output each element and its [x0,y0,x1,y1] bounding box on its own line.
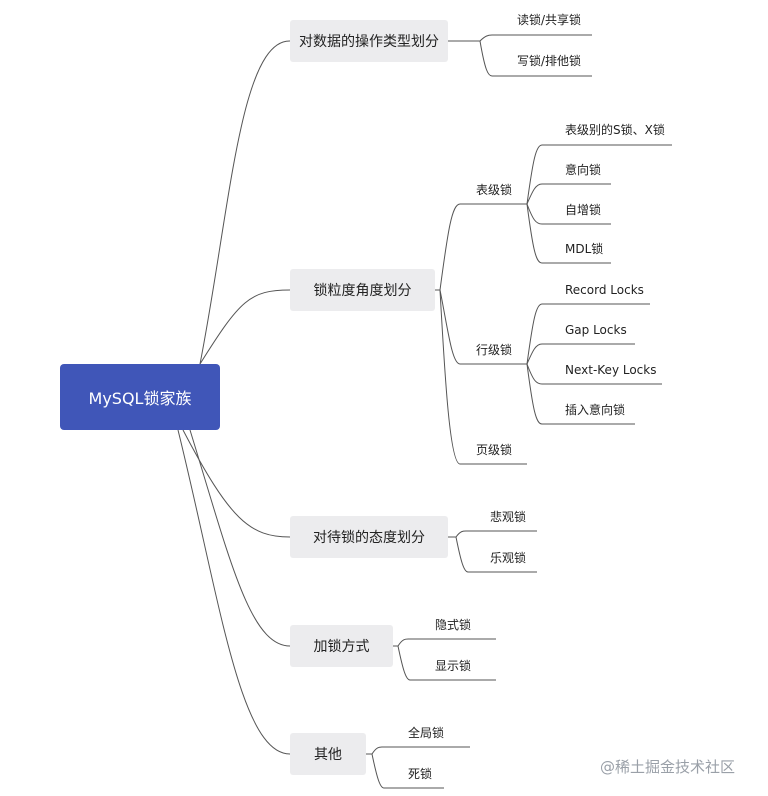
leaf-next-key-locks[interactable]: Next-Key Locks [565,363,657,377]
node-other[interactable]: 其他 [290,733,366,775]
leaf-insert-intention-lock[interactable]: 插入意向锁 [565,403,626,417]
node-row-level-lock[interactable]: 行级锁 [476,343,513,357]
leaf-intention-lock[interactable]: 意向锁 [565,163,602,177]
leaf-table-s-x-lock[interactable]: 表级别的S锁、X锁 [565,123,665,137]
leaf-read-shared-lock[interactable]: 读锁/共享锁 [517,13,582,27]
leaf-optimistic-lock[interactable]: 乐观锁 [490,551,527,565]
node-lock-attitude[interactable]: 对待锁的态度划分 [290,516,448,558]
leaf-explicit-lock[interactable]: 显示锁 [435,659,472,673]
leaf-deadlock[interactable]: 死锁 [408,767,433,781]
node-table-level-lock[interactable]: 表级锁 [476,183,513,197]
leaf-gap-locks[interactable]: Gap Locks [565,323,627,337]
root-node[interactable]: MySQL锁家族 [60,364,220,430]
leaf-pessimistic-lock[interactable]: 悲观锁 [490,510,527,524]
node-lock-method[interactable]: 加锁方式 [290,625,393,667]
leaf-record-locks[interactable]: Record Locks [565,283,644,297]
node-operation-type[interactable]: 对数据的操作类型划分 [290,20,448,62]
leaf-auto-inc-lock[interactable]: 自增锁 [565,203,602,217]
leaf-mdl-lock[interactable]: MDL锁 [565,242,604,256]
node-lock-granularity[interactable]: 锁粒度角度划分 [290,269,435,311]
leaf-implicit-lock[interactable]: 隐式锁 [435,618,472,632]
leaf-global-lock[interactable]: 全局锁 [408,726,445,740]
leaf-write-exclusive-lock[interactable]: 写锁/排他锁 [517,54,582,68]
watermark-text: @稀土掘金技术社区 [600,758,736,776]
node-page-level-lock[interactable]: 页级锁 [476,443,513,457]
